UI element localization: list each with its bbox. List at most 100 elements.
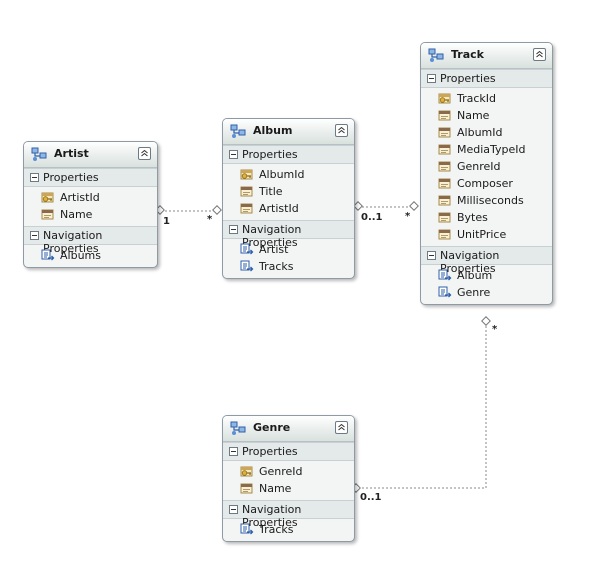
navigation-row[interactable]: Artist (223, 241, 354, 258)
collapse-button[interactable] (138, 147, 151, 160)
collapse-toggle-icon[interactable] (30, 173, 39, 182)
multiplicity-label: 1 (163, 216, 170, 227)
property-icon (438, 194, 452, 207)
chevron-up-icon (534, 50, 545, 63)
property-row[interactable]: ArtistId (24, 189, 157, 206)
property-row[interactable]: GenreId (421, 158, 552, 175)
end-track-genre-many (481, 316, 491, 326)
collapse-toggle-icon[interactable] (427, 251, 436, 260)
navigation-name: Albums (60, 249, 101, 262)
entity-title: Genre (253, 421, 291, 434)
navigation-property-icon (41, 249, 55, 262)
navigation-name: Tracks (259, 260, 294, 273)
collapse-toggle-icon[interactable] (229, 225, 238, 234)
entity-type-icon (31, 147, 47, 162)
property-icon (240, 202, 254, 215)
navigation-property-icon (240, 243, 254, 256)
section-label: Navigation Properties (440, 249, 500, 275)
property-icon (41, 208, 55, 221)
property-name: GenreId (457, 160, 501, 173)
multiplicity-label: * (405, 211, 411, 222)
property-name: AlbumId (259, 168, 305, 181)
navigation-row[interactable]: Genre (421, 284, 552, 301)
property-icon (438, 177, 452, 190)
property-icon (438, 143, 452, 156)
collapse-toggle-icon[interactable] (427, 74, 436, 83)
property-icon (438, 126, 452, 139)
navigation-row[interactable]: Tracks (223, 521, 354, 538)
entity-header[interactable]: Track (421, 43, 552, 69)
property-row[interactable]: UnitPrice (421, 226, 552, 243)
property-name: Name (60, 208, 93, 221)
navigation-property-icon (438, 286, 452, 299)
navigation-row[interactable]: Tracks (223, 258, 354, 275)
collapse-button[interactable] (533, 48, 546, 61)
section-label: Properties (440, 72, 496, 85)
property-name: Name (259, 482, 292, 495)
navigation-property-icon (240, 523, 254, 536)
property-row[interactable]: Name (24, 206, 157, 223)
collapse-toggle-icon[interactable] (229, 150, 238, 159)
property-row[interactable]: Name (421, 107, 552, 124)
property-row[interactable]: AlbumId (223, 166, 354, 183)
key-property-icon (240, 168, 254, 181)
property-row[interactable]: Name (223, 480, 354, 497)
property-row[interactable]: GenreId (223, 463, 354, 480)
entity-header[interactable]: Artist (24, 142, 157, 168)
property-row[interactable]: Composer (421, 175, 552, 192)
property-icon (438, 109, 452, 122)
navigation-property-icon (438, 269, 452, 282)
end-album-track-one (353, 201, 363, 211)
chevron-up-icon (336, 126, 347, 139)
navigation-section-header[interactable]: Navigation Properties (223, 500, 354, 529)
properties-section-header[interactable]: Properties (223, 442, 354, 461)
property-row[interactable]: AlbumId (421, 124, 552, 141)
key-property-icon (240, 465, 254, 478)
entity-header[interactable]: Album (223, 119, 354, 145)
key-property-icon (438, 92, 452, 105)
property-name: Name (457, 109, 490, 122)
property-name: AlbumId (457, 126, 503, 139)
collapse-button[interactable] (335, 421, 348, 434)
property-row[interactable]: ArtistId (223, 200, 354, 217)
navigation-section-header[interactable]: Navigation Properties (223, 220, 354, 249)
property-name: UnitPrice (457, 228, 507, 241)
property-row[interactable]: MediaTypeId (421, 141, 552, 158)
entity-type-icon (230, 421, 246, 436)
properties-section-header[interactable]: Properties (24, 168, 157, 187)
collapse-button[interactable] (335, 124, 348, 137)
entity-title: Track (451, 48, 484, 61)
navigation-name: Tracks (259, 523, 294, 536)
property-row[interactable]: Title (223, 183, 354, 200)
collapse-toggle-icon[interactable] (30, 231, 39, 240)
multiplicity-label: * (207, 214, 213, 225)
collapse-toggle-icon[interactable] (229, 505, 238, 514)
entity-title: Artist (54, 147, 89, 160)
navigation-section-header[interactable]: Navigation Properties (24, 226, 157, 255)
properties-section-header[interactable]: Properties (223, 145, 354, 164)
chevron-up-icon (139, 149, 150, 162)
navigation-row[interactable]: Album (421, 267, 552, 284)
navigation-name: Genre (457, 286, 491, 299)
collapse-toggle-icon[interactable] (229, 447, 238, 456)
properties-section-header[interactable]: Properties (421, 69, 552, 88)
navigation-property-icon (240, 260, 254, 273)
navigation-section-header[interactable]: Navigation Properties (421, 246, 552, 275)
navigation-row[interactable]: Albums (24, 247, 157, 264)
property-name: GenreId (259, 465, 303, 478)
property-icon (240, 482, 254, 495)
entity-header[interactable]: Genre (223, 416, 354, 442)
property-row[interactable]: Bytes (421, 209, 552, 226)
property-row[interactable]: Milliseconds (421, 192, 552, 209)
end-artist-album-many (212, 205, 222, 215)
property-name: Milliseconds (457, 194, 524, 207)
property-name: Composer (457, 177, 513, 190)
property-row[interactable]: TrackId (421, 90, 552, 107)
property-icon (240, 185, 254, 198)
navigation-name: Album (457, 269, 493, 282)
section-label: Navigation Properties (242, 223, 302, 249)
